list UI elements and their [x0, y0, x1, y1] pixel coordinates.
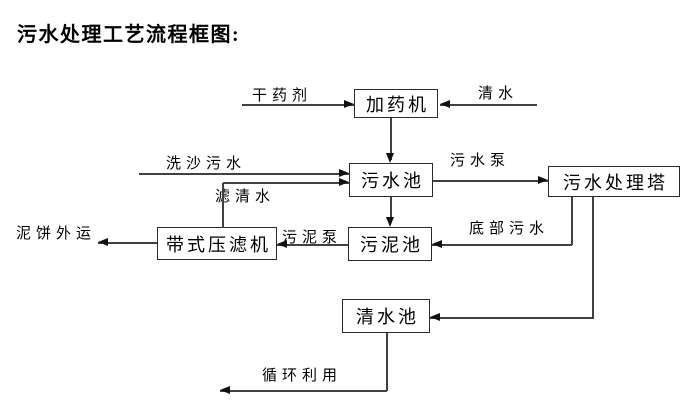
mud-cake-arrowhead — [98, 238, 108, 246]
node-belt-filter-press: 带式压滤机 — [157, 227, 277, 260]
sewage-to-sludge-line — [390, 197, 392, 221]
sewage-pump-line — [433, 180, 548, 182]
dosing-to-sewage-line — [390, 118, 392, 160]
tower-to-clean-pool-arrowhead — [430, 313, 440, 321]
recycle-line — [220, 390, 387, 392]
node-sewage-pool: 污水池 — [349, 163, 433, 197]
clean-water-arrowhead — [440, 100, 450, 108]
recycle-arrowhead — [220, 386, 230, 394]
diagram-title: 污水处理工艺流程框图: — [17, 24, 241, 46]
clean-pool-recycle-drop-line — [386, 333, 388, 391]
sewage-to-sludge-arrowhead — [386, 217, 394, 227]
tower-clean-pool-drop-line — [592, 197, 594, 318]
dry-agent-line — [242, 104, 354, 106]
sewage-pump-arrowhead — [538, 176, 548, 184]
tower-to-clean-pool-line — [430, 317, 594, 319]
label-mud-cake-out: 泥饼外运 — [16, 226, 97, 242]
node-sludge-pool: 污泥池 — [348, 227, 432, 261]
label-filtered-water: 滤清水 — [215, 189, 276, 205]
mud-cake-line — [98, 242, 157, 244]
label-clean-water: 清水 — [478, 86, 519, 102]
filtered-water-line — [223, 182, 349, 184]
bottom-sewage-arrowhead — [432, 240, 442, 248]
sand-washing-arrowhead — [339, 169, 349, 177]
sludge-pump-arrowhead — [277, 240, 287, 248]
node-treatment-tower: 污水处理塔 — [548, 166, 680, 197]
label-sewage-pump: 污水泵 — [450, 153, 511, 169]
sand-washing-line — [139, 173, 349, 175]
label-bottom-sewage: 底部污水 — [469, 221, 550, 237]
node-dosing-machine: 加药机 — [354, 89, 438, 118]
clean-water-line — [440, 104, 537, 106]
label-dry-agent: 干药剂 — [252, 88, 313, 104]
label-sludge-pump: 污泥泵 — [282, 230, 343, 246]
sludge-pump-line — [277, 244, 348, 246]
dry-agent-arrowhead — [344, 100, 354, 108]
tower-bottom-sewage-drop-line — [571, 197, 573, 245]
dosing-to-sewage-arrowhead — [386, 153, 394, 163]
filtered-water-arrowhead — [339, 178, 349, 186]
bottom-sewage-line — [432, 244, 572, 246]
press-to-filtered-line — [222, 183, 224, 228]
node-clean-water-pool: 清水池 — [342, 299, 430, 333]
label-recycle: 循环利用 — [262, 368, 343, 384]
label-sand-washing-sewage: 洗沙污水 — [166, 156, 247, 172]
